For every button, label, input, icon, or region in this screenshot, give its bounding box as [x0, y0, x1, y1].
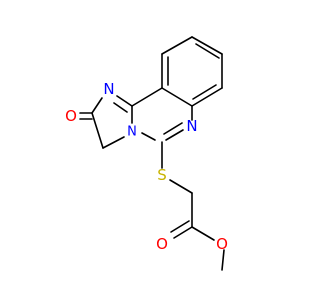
bond-c10b-n1b [113, 102, 128, 113]
atom-label-o-ester: O [216, 235, 228, 253]
bond-s-ch2 [169, 179, 193, 194]
atom-labels: O N N N S O O [65, 80, 228, 253]
bond-benzene-1 [191, 36, 223, 55]
bond-benzene-3b [192, 84, 217, 100]
molecule-structure-diagram: O N N N S O O [65, 36, 228, 271]
atom-label-n-bridge: N [127, 125, 137, 140]
bond-c2-c3 [91, 112, 104, 149]
bond-benzene-1b [195, 43, 220, 59]
bond-n1-c2 [91, 97, 103, 114]
bond-benzene-4 [161, 87, 193, 107]
bond-benzene-6 [161, 36, 193, 55]
bond-c-oester [191, 226, 215, 241]
bond-c5-n4 [141, 132, 156, 141]
bond-c3-n4 [102, 136, 125, 149]
bond-c10b-c10a [131, 87, 163, 107]
bond-oester-ch3 [221, 249, 225, 271]
bond-benzene-3 [191, 87, 223, 107]
bond-c-ocarbonyl [173, 226, 193, 239]
bond-n6-c5b [163, 122, 183, 135]
bond-c-ocarbonylb [170, 220, 190, 233]
atom-label-s: S [157, 166, 167, 184]
bond-c10b-n1 [116, 95, 133, 107]
atom-label-n-ring: N [186, 117, 197, 135]
bond-n6-c5 [165, 129, 184, 141]
atom-label-n-imine: N [103, 80, 114, 98]
atom-label-o-carbonyl: O [156, 235, 168, 253]
atom-label-o-keto: O [65, 107, 77, 125]
bonds [79, 36, 225, 271]
